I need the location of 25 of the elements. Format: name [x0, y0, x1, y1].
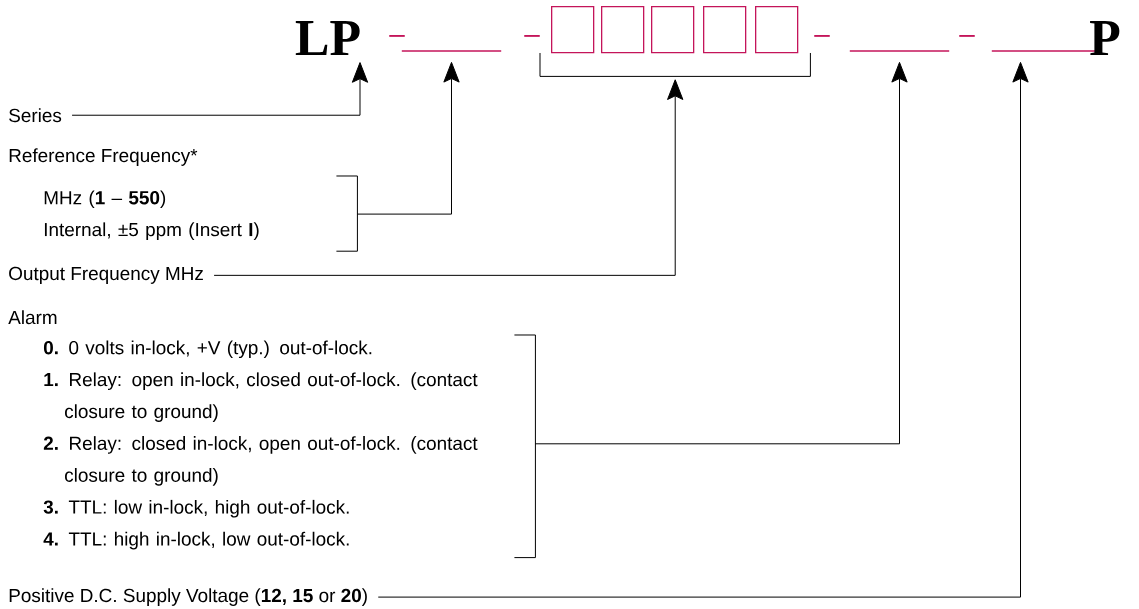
digit-box [703, 6, 747, 54]
arrow [356, 61, 460, 215]
arrow [377, 61, 1029, 598]
digit-box [651, 6, 695, 54]
arrow [71, 62, 369, 116]
digit-box [551, 6, 595, 54]
bracketed-list: MHz (1 – 550) Internal, ±5 ppm (Insert I) [44, 175, 358, 252]
digit-box [755, 6, 799, 54]
bracket [539, 52, 811, 77]
dash-separator: – [524, 35, 540, 37]
field-label: Series [9, 108, 62, 123]
digit-box [601, 6, 645, 54]
field-label: Positive D.C. Supply Voltage (12, 15 or 20) [9, 588, 367, 606]
code-letters: P [1090, 21, 1120, 55]
dash-separator: – [814, 35, 830, 37]
code-letters: LP [295, 21, 360, 55]
field-label: Output Frequency MHz [9, 266, 203, 284]
group-heading: Alarm [8, 310, 57, 325]
arrow [534, 61, 908, 445]
arrow [213, 79, 684, 276]
bracketed-list: 0. 0 volts in-lock, +V (typ.) out-of-lock. 1. Relay: open in-lock, closed out-of-lock. (contact closure to ground) 2. Relay: closed in-lock, open out-of-lock. (contact closure to ground) 3. TTL: low in-lock, high out-of-lock. 4. TTL: high in-lock, low out-of-lock. [43, 334, 536, 559]
dash-separator: – [389, 35, 405, 37]
fill-in-line [401, 50, 502, 52]
fill-in-line [849, 50, 950, 52]
dash-separator: – [959, 35, 975, 37]
